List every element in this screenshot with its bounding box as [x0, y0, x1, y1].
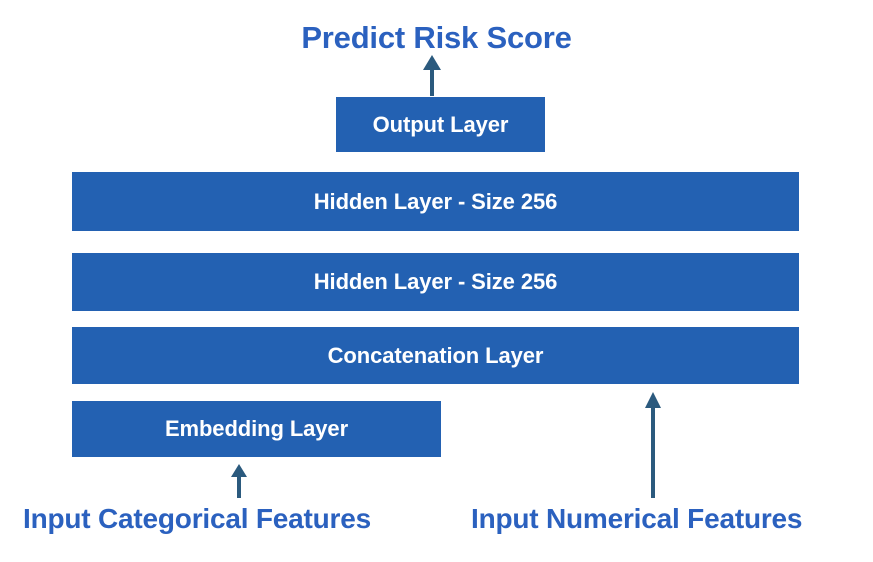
- input-numerical-features-label: Input Numerical Features: [471, 503, 803, 534]
- arrow-up-output-to-prediction-icon: [421, 55, 443, 96]
- arrow-up-numerical-to-concatenation-icon: [642, 392, 664, 498]
- layer-box-concatenation: Concatenation Layer: [72, 327, 799, 384]
- layer-box-hidden-2: Hidden Layer - Size 256: [72, 253, 799, 311]
- layer-box-hidden-1: Hidden Layer - Size 256: [72, 172, 799, 231]
- layer-box-embedding: Embedding Layer: [72, 401, 441, 457]
- input-categorical-features-label: Input Categorical Features: [23, 503, 371, 534]
- layer-box-output: Output Layer: [336, 97, 545, 152]
- predict-risk-score-label: Predict Risk Score: [301, 20, 572, 55]
- arrow-up-categorical-to-embedding-icon: [228, 464, 250, 498]
